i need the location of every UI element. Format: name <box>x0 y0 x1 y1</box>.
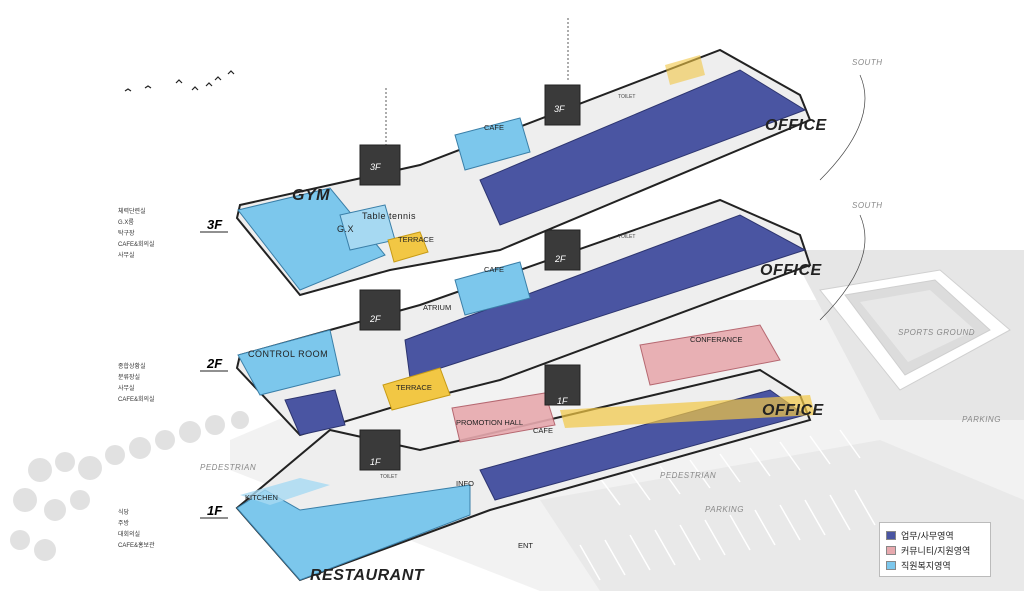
side-item: CAFE&홍보관 <box>118 541 155 549</box>
label-gym: GYM <box>292 187 330 204</box>
label-office-2f: OFFICE <box>760 262 822 279</box>
label-table-tennis: Table tennis <box>362 211 416 221</box>
label-cafe-2f: CAFE <box>484 265 504 274</box>
side-item: 대회의실 <box>118 530 140 538</box>
legend: 업무/사무영역 커뮤니티/지원영역 직원복지영역 <box>879 522 991 577</box>
label-core-3f: 3F <box>370 162 381 172</box>
legend-label: 직원복지영역 <box>901 562 951 572</box>
side-item: CAFE&회의실 <box>118 395 155 403</box>
side-item: 체력단련실 <box>118 207 146 215</box>
label-restaurant: RESTAURANT <box>310 567 425 584</box>
floor-3f <box>235 48 812 297</box>
label-core-1f: 1F <box>370 457 381 467</box>
label-terrace-3f: TERRACE <box>398 235 434 244</box>
legend-label: 업무/사무영역 <box>901 532 954 542</box>
legend-label: 커뮤니티/지원영역 <box>901 547 971 557</box>
side-item: 주방 <box>118 519 130 527</box>
legend-item-community: 커뮤니티/지원영역 <box>886 543 984 558</box>
side-list-2f: 종합상황실 분류장실 사무실 CAFE&회의실 <box>118 362 155 403</box>
label-promotion-hall: PROMOTION HALL <box>456 418 523 427</box>
side-item: 종합상황실 <box>118 362 146 370</box>
label-south-2f: SOUTH <box>852 201 883 210</box>
terrace-zone-2f <box>382 367 451 411</box>
label-sports-ground: SPORTS GROUND <box>898 328 975 337</box>
core-1f <box>359 429 401 471</box>
label-toilet-1f: TOILET <box>380 474 397 480</box>
office-zone-2f <box>404 214 807 379</box>
label-ent: ENT <box>518 541 533 550</box>
label-pedestrian-south: PEDESTRIAN <box>660 471 716 480</box>
label-terrace-2f: TERRACE <box>396 383 432 392</box>
side-item: CAFE&회의실 <box>118 240 155 248</box>
side-item: 탁구장 <box>118 229 135 237</box>
legend-item-office: 업무/사무영역 <box>886 528 984 543</box>
label-toilet-2f: TOILET <box>618 234 635 240</box>
side-item: 분류장실 <box>118 373 140 381</box>
promotion-hall-zone <box>451 392 556 443</box>
side-item: 사무실 <box>118 251 135 259</box>
legend-item-welfare: 직원복지영역 <box>886 558 984 573</box>
label-toilet-3f: TOILET <box>618 94 635 100</box>
office-zone-3f <box>479 69 807 226</box>
label-pedestrian-west: PEDESTRIAN <box>200 463 256 472</box>
label-south-3f: SOUTH <box>852 58 883 67</box>
floor-1f <box>235 324 815 582</box>
label-core-2f: 2F <box>369 314 381 324</box>
label-kitchen: KITCHEN <box>245 493 278 502</box>
south-arc-3f <box>819 74 866 181</box>
side-item: G.X룸 <box>118 219 134 226</box>
label-info: INFO <box>456 479 474 488</box>
terrace-zone-3f <box>387 231 429 263</box>
core-2f <box>359 289 401 331</box>
cafe-zone-2f <box>454 261 531 316</box>
label-core2-3f: 3F <box>554 104 565 114</box>
label-office-1f: OFFICE <box>762 402 824 419</box>
core2-3f <box>544 84 581 126</box>
control-room-zone <box>237 329 341 396</box>
legend-swatch <box>886 546 896 555</box>
core-3f <box>359 144 401 186</box>
core2-1f <box>544 364 581 406</box>
floor-label-3f: 3F <box>207 217 223 232</box>
floor-label-1f: 1F <box>207 503 223 518</box>
label-cafe-3f: CAFE <box>484 123 504 132</box>
label-gx: G.X <box>337 224 354 234</box>
label-parking-south: PARKING <box>705 505 744 514</box>
legend-swatch <box>886 561 896 570</box>
cafe-zone-3f <box>454 117 531 171</box>
legend-swatch <box>886 531 896 540</box>
birds-decoration <box>124 70 235 92</box>
core2-2f <box>544 229 581 271</box>
label-control-room: CONTROL ROOM <box>248 349 328 359</box>
label-office-3f: OFFICE <box>765 117 827 134</box>
south-arc-2f <box>819 214 866 321</box>
floor-label-2f: 2F <box>206 356 223 371</box>
side-item: 식당 <box>118 508 130 516</box>
side-item: 사무실 <box>118 384 135 392</box>
label-core2-1f: 1F <box>557 396 568 406</box>
conference-zone <box>639 324 781 386</box>
label-core2-2f: 2F <box>554 254 566 264</box>
side-list-1f: 식당 주방 대회의실 CAFE&홍보관 <box>118 508 155 549</box>
label-atrium: ATRIUM <box>423 303 451 312</box>
floor-2f <box>235 198 812 437</box>
side-list-3f: 체력단련실 G.X룸 탁구장 CAFE&회의실 사무실 <box>118 207 155 259</box>
label-parking-east: PARKING <box>962 415 1001 424</box>
label-conference: CONFERANCE <box>690 335 743 344</box>
label-cafe-1f: CAFE <box>533 426 553 435</box>
